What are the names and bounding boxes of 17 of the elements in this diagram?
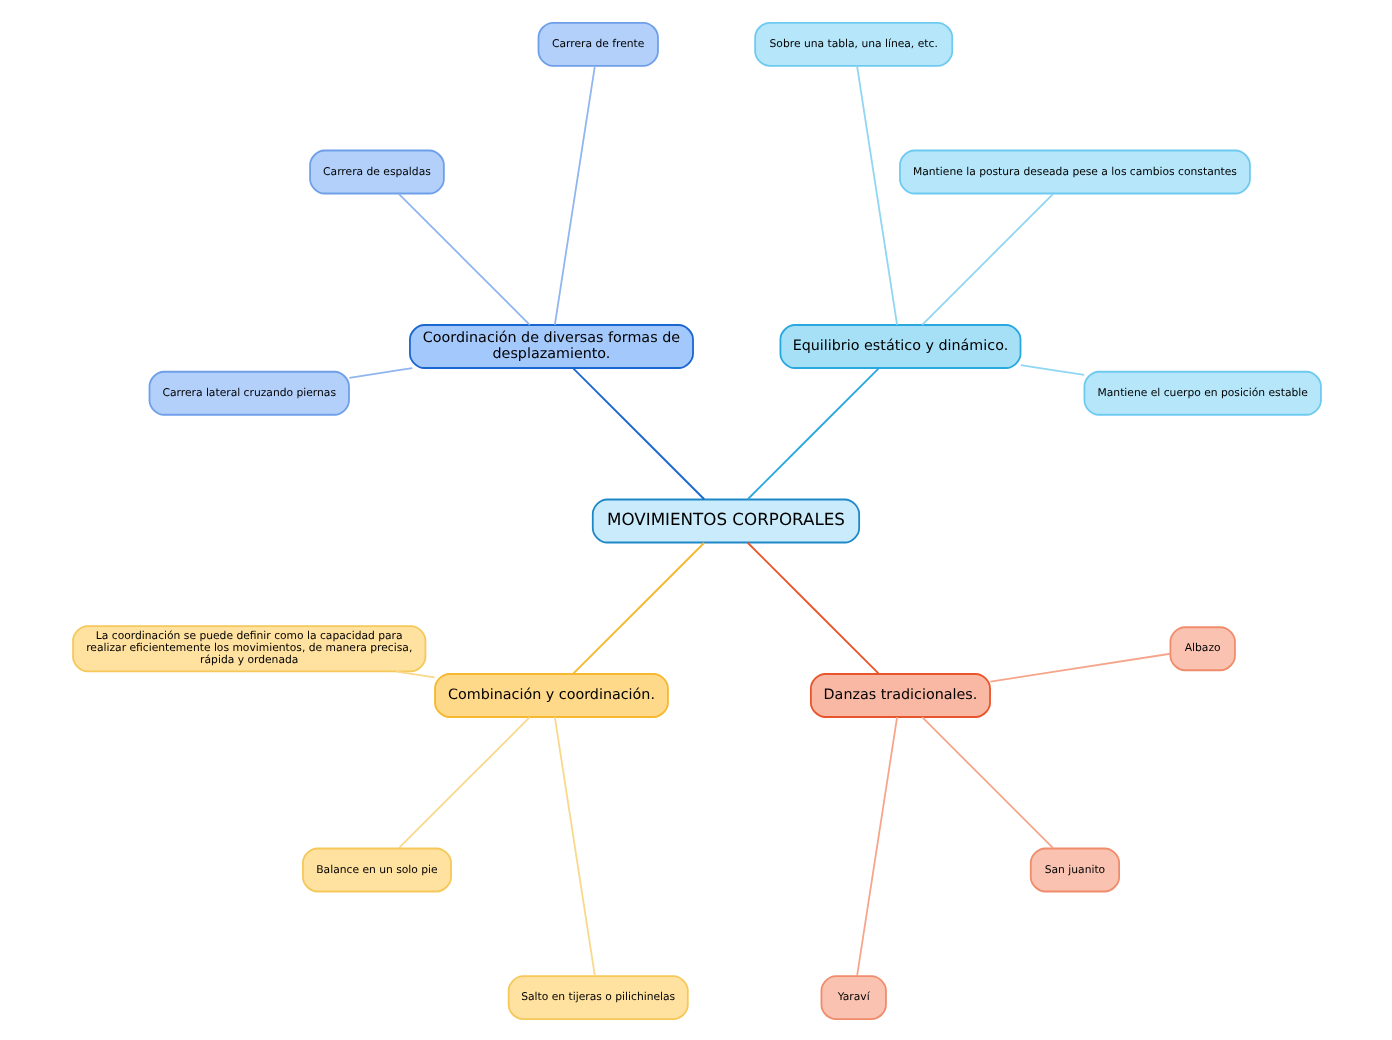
node-box: MOVIMIENTOS CORPORALES — [590, 497, 860, 543]
connector — [552, 715, 595, 977]
connector — [394, 669, 435, 678]
connector — [745, 366, 879, 500]
connector — [1018, 363, 1085, 375]
connector — [745, 540, 879, 674]
connector — [855, 715, 897, 977]
connector — [920, 715, 1053, 848]
connector — [552, 63, 595, 325]
connector — [397, 192, 530, 325]
connector — [571, 366, 705, 500]
connector — [988, 651, 1171, 682]
connector — [571, 540, 705, 674]
connector — [920, 192, 1053, 325]
connector — [397, 715, 530, 848]
connector — [855, 63, 897, 325]
connector — [347, 366, 413, 378]
